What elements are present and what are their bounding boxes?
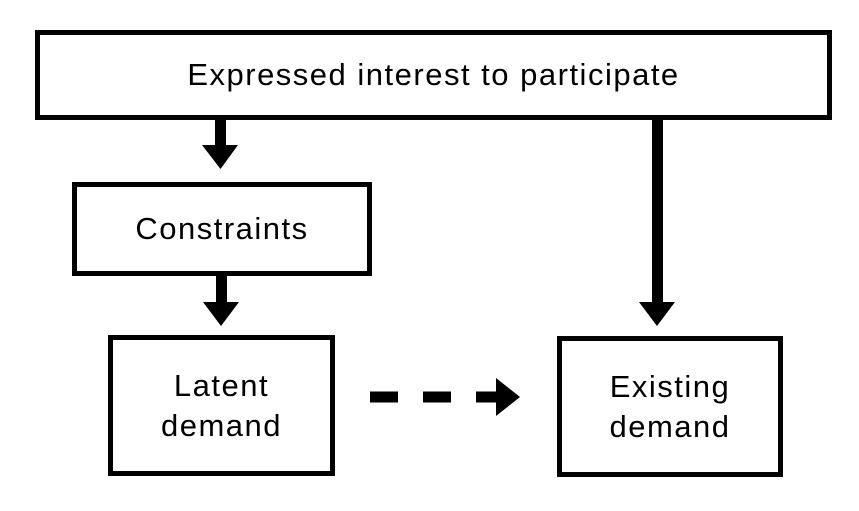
node-existing-demand: Existing demand — [557, 336, 783, 477]
node-existing-demand-label-line2: demand — [609, 408, 731, 444]
node-constraints: Constraints — [72, 182, 372, 276]
arrow-constraints-to-latent — [203, 264, 239, 326]
arrow-expressed-to-existing — [639, 113, 675, 326]
node-latent-demand: Latent demand — [108, 335, 335, 476]
arrow-expressed-to-constraints — [202, 114, 238, 169]
node-expressed-interest: Expressed interest to participate — [35, 30, 832, 120]
node-existing-demand-label-line1: Existing — [609, 369, 731, 405]
node-constraints-label: Constraints — [135, 211, 309, 247]
node-latent-demand-label-line1: Latent — [173, 368, 270, 404]
arrow-latent-to-existing-dashed — [370, 378, 520, 416]
node-latent-demand-label-line2: demand — [160, 407, 283, 443]
node-expressed-interest-label: Expressed interest to participate — [187, 57, 680, 93]
